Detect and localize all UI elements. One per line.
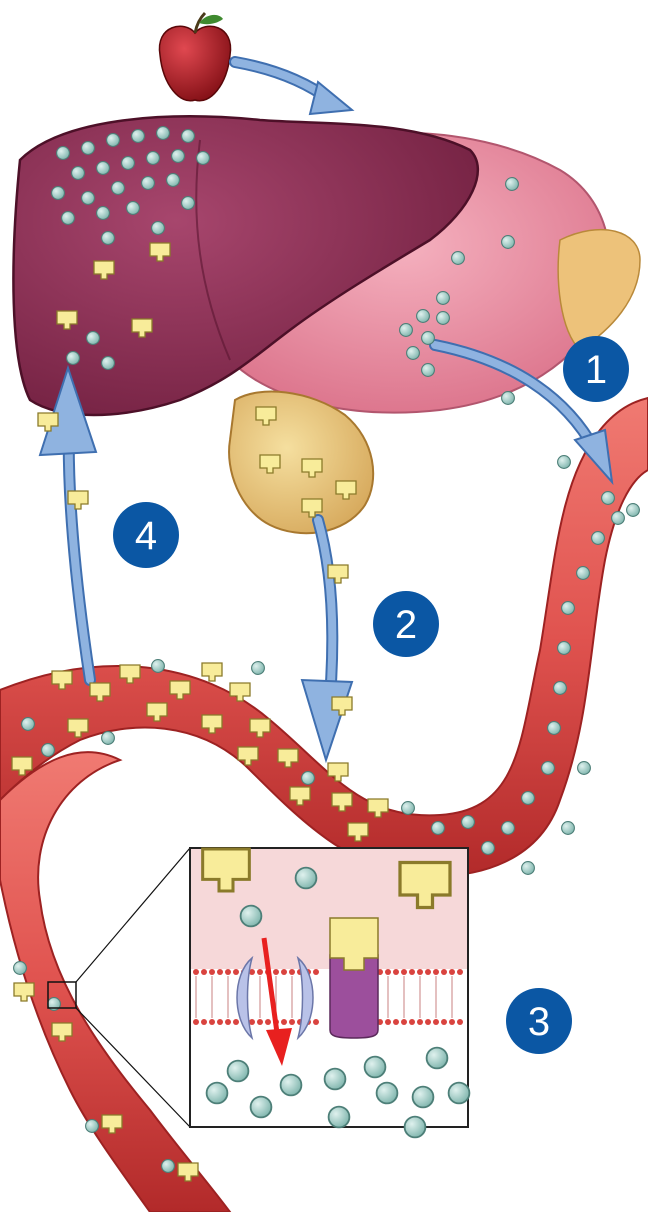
glucose-flow-arrow bbox=[261, 937, 281, 1041]
step-badge-1: 1 bbox=[563, 336, 629, 402]
fat-tissue bbox=[557, 228, 641, 351]
membrane-bilayer bbox=[191, 969, 467, 1025]
blood-vessel-upper bbox=[0, 396, 648, 877]
step-label-1: 1 bbox=[585, 348, 607, 392]
step-badge-3: 3 bbox=[506, 988, 572, 1054]
step-label-2: 2 bbox=[395, 603, 417, 647]
glucose-transporter-left bbox=[236, 955, 254, 1041]
zoom-marker bbox=[47, 981, 77, 1009]
step-label-3: 3 bbox=[528, 1000, 550, 1044]
step-label-4: 4 bbox=[135, 514, 157, 558]
inset-cell-membrane bbox=[189, 847, 471, 1139]
bound-insulin bbox=[329, 917, 379, 971]
step-badge-2: 2 bbox=[373, 591, 439, 657]
glucose-transporter-right bbox=[296, 955, 314, 1041]
pancreas bbox=[228, 390, 375, 535]
insulin-receptor bbox=[329, 954, 379, 1039]
apple-icon bbox=[158, 11, 232, 102]
step-badge-4: 4 bbox=[113, 502, 179, 568]
liver bbox=[12, 115, 480, 417]
